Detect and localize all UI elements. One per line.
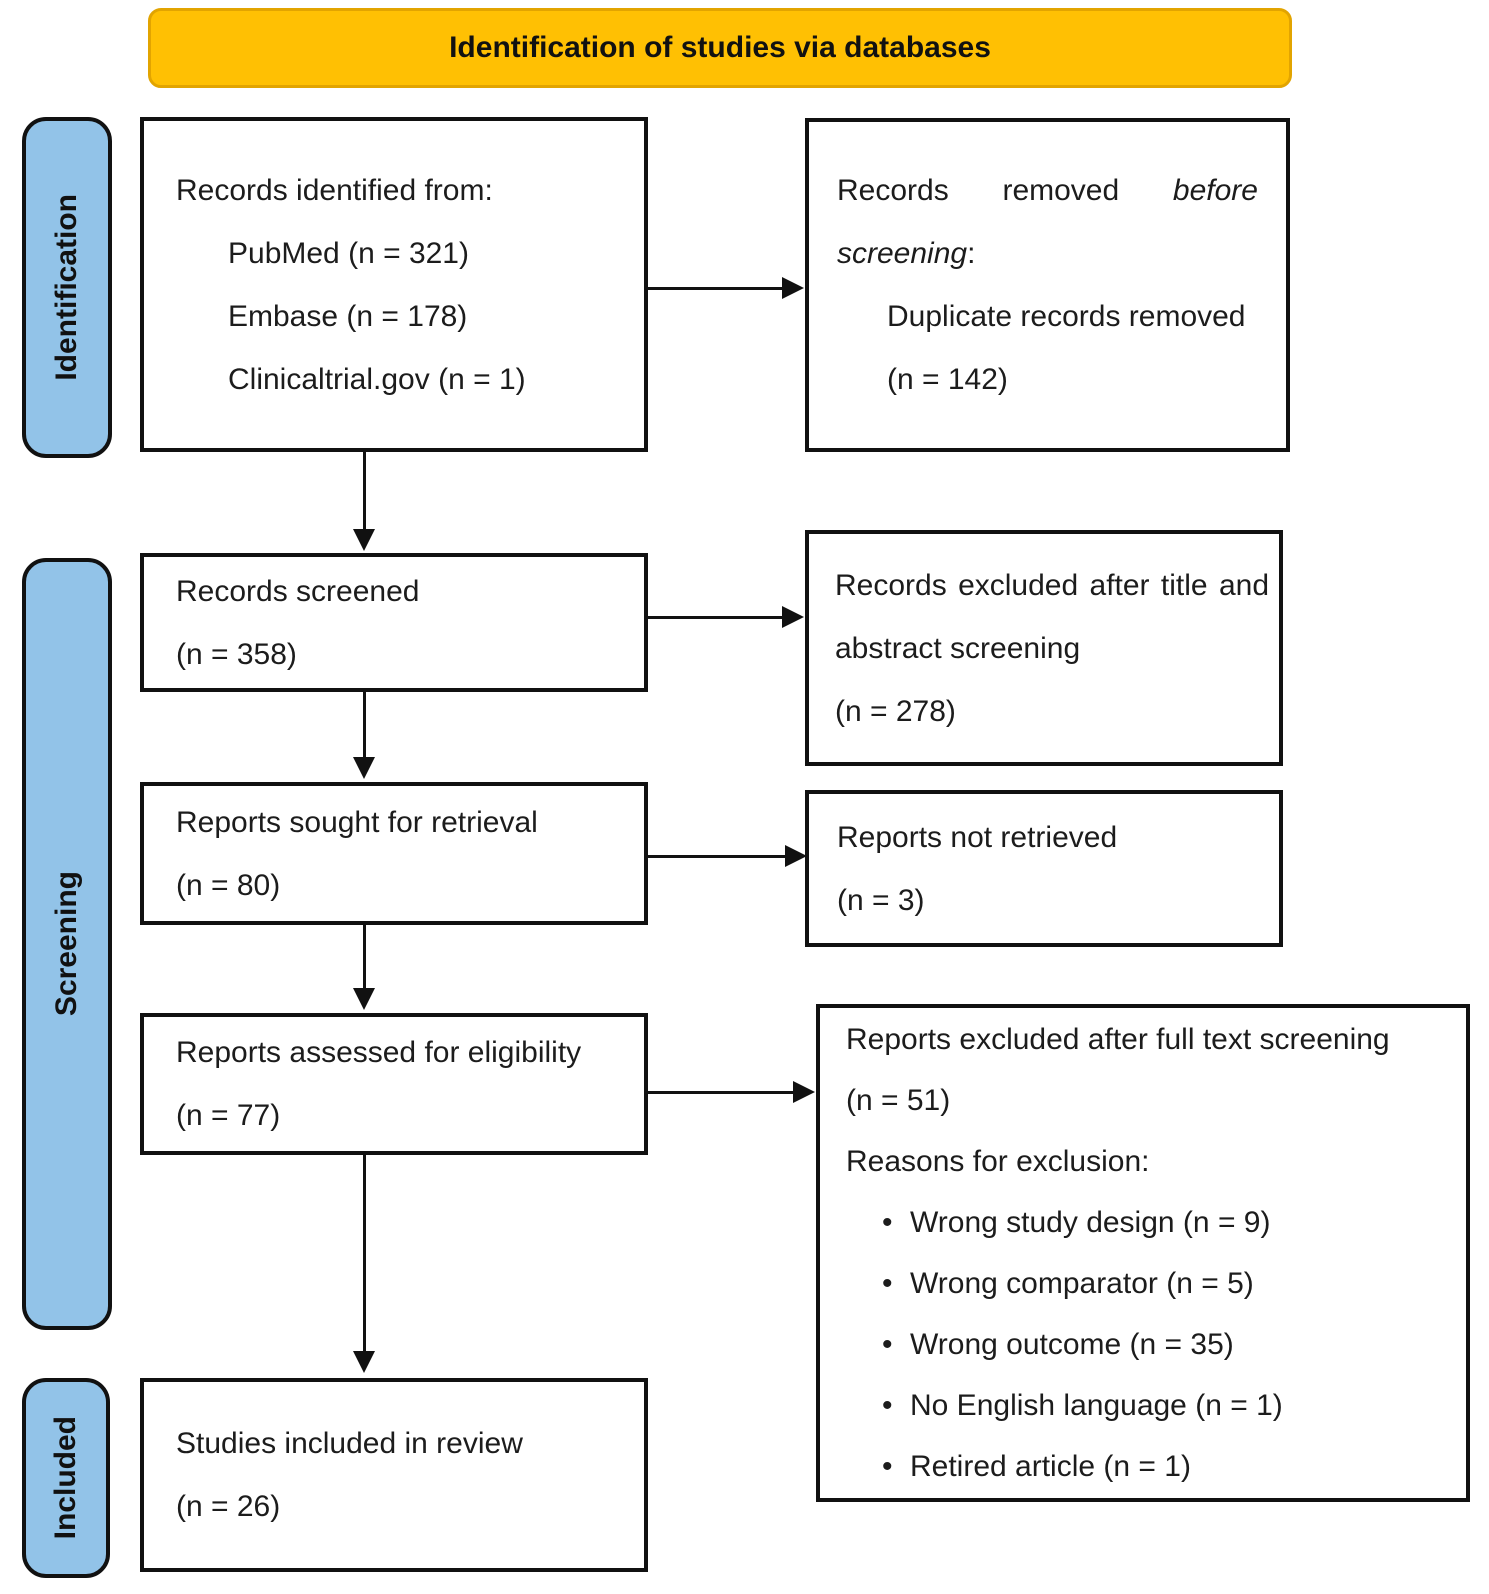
records-excluded-title: Records excluded after title and abstrac…	[835, 568, 1269, 665]
box-studies-included: Studies included in review (n = 26)	[140, 1378, 648, 1572]
exclusion-reason-wrong-comparator: Wrong comparator (n = 5)	[846, 1253, 1452, 1314]
records-identified-item-embase: Embase (n = 178)	[228, 299, 468, 333]
studies-included-count: (n = 26)	[176, 1490, 281, 1523]
stage-label-identification: Identification	[22, 117, 112, 458]
box-reports-assessed: Reports assessed for eligibility (n = 77…	[140, 1013, 648, 1155]
stage-label-screening: Screening	[22, 558, 112, 1330]
records-removed-title-italic: before screening	[837, 174, 1258, 270]
arrow-sought-to-not-retrieved-icon	[648, 845, 807, 867]
box-records-removed-before-screening: Records removed before screening: Duplic…	[805, 118, 1290, 452]
reports-excluded-ft-count: (n = 51)	[846, 1084, 951, 1117]
exclusion-reason-no-english: No English language (n = 1)	[846, 1375, 1452, 1436]
box-reports-excluded-full-text: Reports excluded after full text screeni…	[816, 1004, 1470, 1502]
records-screened-count: (n = 358)	[176, 637, 297, 671]
records-identified-item-clinicaltrial: Clinicaltrial.gov (n = 1)	[228, 362, 526, 396]
reports-not-retrieved-title: Reports not retrieved	[837, 820, 1118, 854]
arrow-screened-to-excluded-icon	[648, 606, 804, 628]
records-removed-title-prefix: Records removed	[837, 174, 1173, 207]
box-records-identified: Records identified from: PubMed (n = 321…	[140, 117, 648, 452]
reports-assessed-count: (n = 77)	[176, 1099, 281, 1132]
records-excluded-count: (n = 278)	[835, 694, 956, 728]
records-removed-count: (n = 142)	[887, 363, 1008, 396]
records-removed-title-suffix: :	[967, 237, 976, 270]
exclusion-reason-retired-article: Retired article (n = 1)	[846, 1436, 1452, 1497]
records-screened-title: Records screened	[176, 574, 420, 608]
studies-included-title: Studies included in review	[176, 1427, 523, 1460]
stage-label-included: Included	[22, 1378, 110, 1578]
box-records-excluded-title-abstract: Records excluded after title and abstrac…	[805, 530, 1283, 766]
box-reports-sought: Reports sought for retrieval (n = 80)	[140, 782, 648, 925]
arrow-identified-to-screened-icon	[353, 452, 375, 551]
stage-label-included-text: Included	[49, 1416, 82, 1540]
reports-sought-count: (n = 80)	[176, 868, 281, 902]
reports-not-retrieved-count: (n = 3)	[837, 883, 925, 917]
records-removed-title: Records removed before screening:	[837, 159, 1258, 285]
arrow-identified-to-removed-icon	[648, 277, 804, 299]
reports-sought-title: Reports sought for retrieval	[176, 805, 538, 839]
box-records-screened: Records screened (n = 358)	[140, 553, 648, 692]
reports-assessed-title: Reports assessed for eligibility	[176, 1036, 582, 1069]
reports-excluded-ft-reasons-title: Reasons for exclusion:	[846, 1145, 1150, 1178]
stage-label-screening-text: Screening	[50, 871, 83, 1017]
banner-title: Identification of studies via databases	[148, 8, 1292, 88]
stage-label-identification-text: Identification	[50, 194, 83, 381]
records-removed-item-duplicates: Duplicate records removed	[887, 300, 1246, 333]
records-identified-title: Records identified from:	[176, 173, 493, 207]
exclusion-reason-wrong-study-design: Wrong study design (n = 9)	[846, 1192, 1452, 1253]
box-reports-not-retrieved: Reports not retrieved (n = 3)	[805, 790, 1283, 947]
exclusion-reason-wrong-outcome: Wrong outcome (n = 35)	[846, 1314, 1452, 1375]
arrow-assessed-to-included-icon	[353, 1155, 375, 1373]
arrow-assessed-to-excluded-full-text-icon	[648, 1081, 815, 1103]
reports-excluded-ft-title: Reports excluded after full text screeni…	[846, 1023, 1390, 1056]
records-identified-item-pubmed: PubMed (n = 321)	[228, 236, 469, 270]
arrow-screened-to-sought-icon	[353, 692, 375, 779]
arrow-sought-to-assessed-icon	[353, 925, 375, 1010]
